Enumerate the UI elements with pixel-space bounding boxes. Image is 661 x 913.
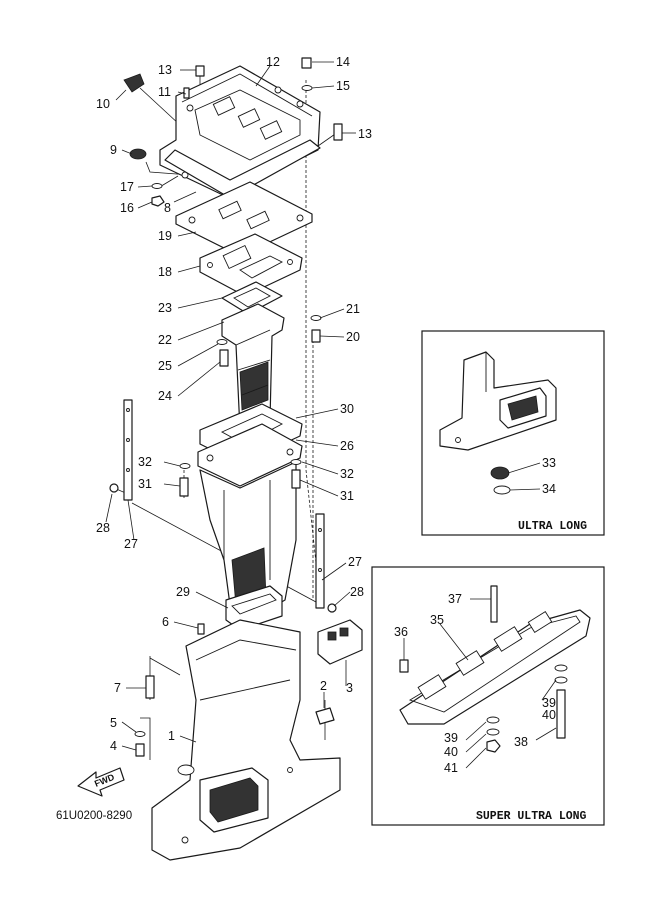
inset-ultra-long: ULTRA LONG <box>421 330 605 536</box>
callout-26: 26 <box>340 439 354 453</box>
callout-16: 16 <box>120 201 134 215</box>
callout-13-top: 13 <box>158 63 172 77</box>
callout-27-left: 27 <box>124 537 138 551</box>
ground-strap-right <box>315 513 325 609</box>
callout-19: 19 <box>158 229 172 243</box>
callout-8: 8 <box>164 201 171 215</box>
callout-28-left: 28 <box>96 521 110 535</box>
exhaust-pipe <box>221 303 285 431</box>
callout-21: 21 <box>346 302 360 316</box>
callout-9: 9 <box>110 143 117 157</box>
callout-39-right: 39 <box>542 696 556 710</box>
callout-11: 11 <box>158 85 171 99</box>
upper-case-main <box>151 619 341 861</box>
callout-35: 35 <box>430 613 444 627</box>
callout-40-lower: 40 <box>444 745 458 759</box>
callout-40-right: 40 <box>542 708 556 722</box>
callout-38: 38 <box>514 735 528 749</box>
callout-2: 2 <box>320 679 327 693</box>
callout-30: 30 <box>340 402 354 416</box>
inset-super-ultra-long: SUPER ULTRA LONG <box>371 566 605 826</box>
callout-3: 3 <box>346 681 353 695</box>
callout-33: 33 <box>542 456 556 470</box>
inset-ultra-long-title: ULTRA LONG <box>518 520 587 533</box>
callout-22: 22 <box>158 333 172 347</box>
callout-39-lower: 39 <box>444 731 458 745</box>
callout-1: 1 <box>168 729 175 743</box>
callout-29: 29 <box>176 585 190 599</box>
callout-20: 20 <box>346 330 360 344</box>
callout-15: 15 <box>336 79 350 93</box>
callout-31-left: 31 <box>138 477 152 491</box>
callout-12: 12 <box>266 55 280 69</box>
rubber-seal-29 <box>225 585 283 631</box>
inset-super-ultra-long-title: SUPER ULTRA LONG <box>476 810 587 823</box>
callout-18: 18 <box>158 265 172 279</box>
callout-5: 5 <box>110 716 117 730</box>
callout-24: 24 <box>158 389 172 403</box>
forward-arrow-icon: FWD <box>77 767 125 797</box>
callout-17: 17 <box>120 180 134 194</box>
exhaust-manifold-plate <box>199 233 303 297</box>
callout-leaders <box>105 61 557 769</box>
callout-32-left: 32 <box>138 455 152 469</box>
drawing-code: 61U0200-8290 <box>56 810 132 822</box>
callout-7: 7 <box>114 681 121 695</box>
callout-6: 6 <box>162 615 169 629</box>
callout-labels: 1 2 3 4 5 6 7 8 9 10 11 12 13 13 14 15 1… <box>96 55 556 775</box>
gasket-23 <box>221 281 283 315</box>
callout-23: 23 <box>158 301 172 315</box>
callout-37: 37 <box>448 592 462 606</box>
callout-27-right: 27 <box>348 555 362 569</box>
exhaust-guide-plate <box>159 65 321 199</box>
callout-4: 4 <box>110 739 117 753</box>
callout-32-right: 32 <box>340 467 354 481</box>
upper-case-top-plate <box>197 403 303 487</box>
callout-36: 36 <box>394 625 408 639</box>
fasteners <box>109 57 343 757</box>
callout-41: 41 <box>444 761 458 775</box>
callout-14: 14 <box>336 55 350 69</box>
callout-31-right: 31 <box>340 489 354 503</box>
ground-strap-left <box>123 399 133 501</box>
callout-25: 25 <box>158 359 172 373</box>
callout-10: 10 <box>96 97 110 111</box>
rubber-mount <box>317 619 363 665</box>
callout-34: 34 <box>542 482 556 496</box>
callout-13-right: 13 <box>358 127 372 141</box>
callout-28-right: 28 <box>350 585 364 599</box>
